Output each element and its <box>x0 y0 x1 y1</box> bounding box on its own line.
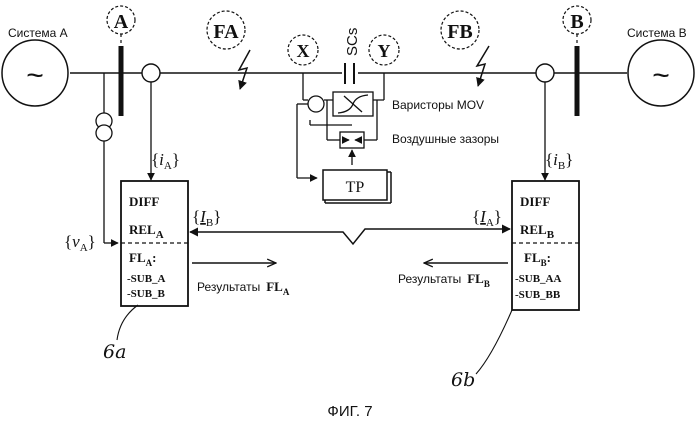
results-a-label: РезультатыFLA <box>197 279 290 297</box>
relay-a-rel-sub: A <box>156 229 164 241</box>
air-gap-icon <box>340 132 364 148</box>
voltage-transformer-icon <box>96 73 118 243</box>
relay-a-sub1: -SUB_A <box>127 273 166 285</box>
node-y-label: Y <box>378 41 391 61</box>
signal-IA: {IA} <box>472 207 502 229</box>
node-x-label: X <box>297 41 310 61</box>
tp-label: TP <box>346 179 365 196</box>
scs-label: SCs <box>344 28 361 56</box>
signal-IB: {IB} <box>192 207 221 229</box>
mov-label: Варисторы MOV <box>392 98 484 112</box>
source-b: ~ <box>628 40 694 106</box>
signal-ib: {iB} <box>545 150 573 172</box>
ct-a-icon <box>142 64 160 82</box>
relay-b-sub2: -SUB_BB <box>515 289 561 301</box>
branch-ct-icon <box>308 96 324 112</box>
relay-a-sub2: -SUB_B <box>127 288 166 300</box>
relay-b-rel-sub: B <box>547 229 555 241</box>
callout-a-label: 6a <box>103 341 126 363</box>
source-a-symbol: ~ <box>26 59 44 92</box>
air-gaps-label: Воздушные зазоры <box>392 132 499 146</box>
relay-a-diff: DIFF <box>129 194 159 209</box>
system-a-label: Система A <box>8 26 68 40</box>
relay-b-sub1: -SUB_AA <box>515 273 562 285</box>
callout-a-leader <box>117 305 138 340</box>
fault-fa-label: FA <box>213 21 239 43</box>
communication-link <box>190 229 510 244</box>
callout-b-label: 6b <box>451 369 475 391</box>
signal-va: {vA} <box>64 232 96 254</box>
signal-ia: {iA} <box>151 150 180 172</box>
fault-fb-bolt <box>477 46 489 86</box>
bus-b-label: B <box>570 11 583 33</box>
system-b-label: Система B <box>627 26 687 40</box>
fault-fb-label: FB <box>447 21 473 43</box>
results-b-label: РезультатыFLB <box>398 271 490 289</box>
ct-b-icon <box>536 64 554 82</box>
fault-fa-bolt <box>239 50 250 89</box>
source-b-symbol: ~ <box>652 59 670 92</box>
source-a: ~ <box>2 40 68 106</box>
figure-caption: ФИГ. 7 <box>327 403 372 420</box>
bus-a-label: A <box>114 11 129 33</box>
relay-b-diff: DIFF <box>520 194 550 209</box>
callout-b-leader <box>476 310 512 374</box>
